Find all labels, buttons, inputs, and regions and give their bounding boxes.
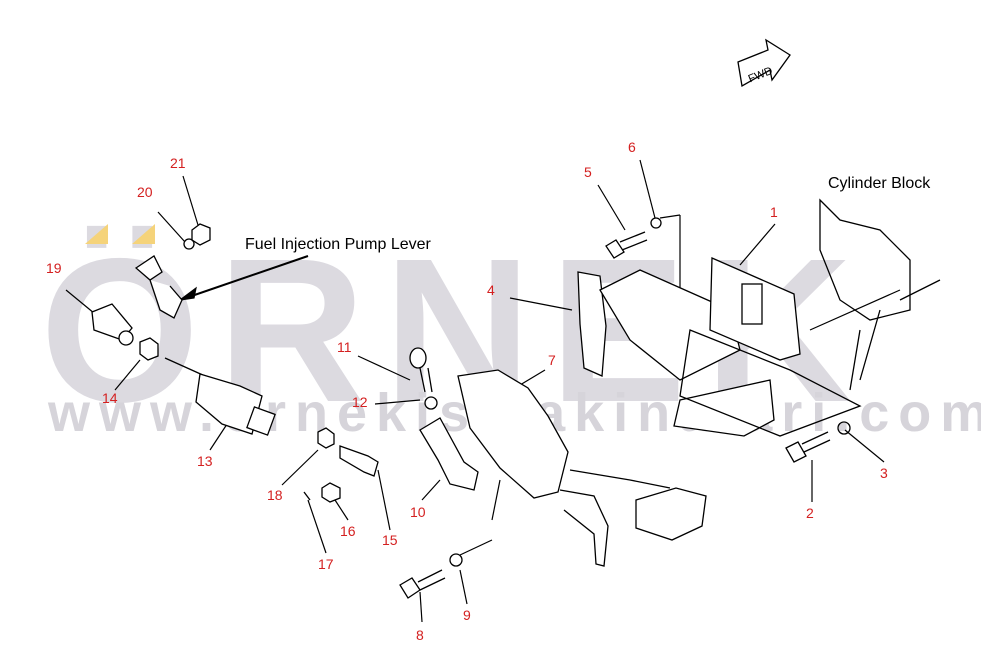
part-nut-14 (139, 337, 159, 361)
part-pin-17 (303, 491, 311, 501)
part-bolt-8 (399, 569, 446, 599)
part-rod-13 (164, 357, 276, 436)
part-bracket-4 (577, 269, 775, 437)
part-nut-21 (191, 223, 211, 246)
accent-triangle (85, 224, 108, 244)
part-arm-10 (419, 417, 479, 491)
part-label-21: 21 (170, 155, 186, 171)
part-bolt-5 (605, 231, 648, 259)
part-label-15: 15 (382, 532, 398, 548)
part-washer-9 (449, 553, 463, 567)
part-rod-end-19 (91, 303, 134, 346)
part-label-16: 16 (340, 523, 356, 539)
part-label-3: 3 (880, 465, 888, 481)
part-plate-3 (679, 329, 862, 437)
part-label-9: 9 (463, 607, 471, 623)
part-label-1: 1 (770, 204, 778, 220)
caption-cylinder-block: Cylinder Block (828, 175, 931, 192)
part-washer-3 (837, 421, 851, 435)
part-lever (134, 255, 183, 319)
part-connector (635, 487, 707, 541)
part-washer-6 (650, 217, 662, 229)
part-label-8: 8 (416, 627, 424, 643)
part-label-11: 11 (337, 339, 352, 355)
accent-triangle (132, 224, 155, 244)
part-nut-16 (321, 482, 341, 503)
cylinder-block (819, 198, 941, 391)
part-bolt-11 (409, 347, 433, 393)
part-label-18: 18 (267, 487, 283, 503)
caption-fuel-injection-pump-lever: Fuel Injection Pump Lever (245, 236, 431, 253)
part-label-7: 7 (548, 352, 556, 368)
part-bolt-2 (785, 431, 831, 463)
part-label-10: 10 (410, 504, 426, 520)
part-pedal-7 (457, 369, 671, 567)
part-label-13: 13 (197, 453, 213, 469)
part-label-4: 4 (487, 282, 495, 298)
part-plate-1 (709, 257, 801, 361)
part-washer-20 (183, 238, 195, 250)
part-label-6: 6 (628, 139, 636, 155)
part-label-20: 20 (137, 184, 153, 200)
part-label-17: 17 (318, 556, 334, 572)
fwd-arrow-icon: FWD (737, 38, 791, 88)
part-label-12: 12 (352, 394, 368, 410)
part-label-14: 14 (102, 390, 118, 406)
part-stud-15 (339, 445, 379, 477)
part-label-2: 2 (806, 505, 814, 521)
part-nut-18 (317, 427, 335, 449)
part-label-19: 19 (46, 260, 62, 276)
part-label-5: 5 (584, 164, 592, 180)
part-washer-12 (424, 396, 438, 410)
